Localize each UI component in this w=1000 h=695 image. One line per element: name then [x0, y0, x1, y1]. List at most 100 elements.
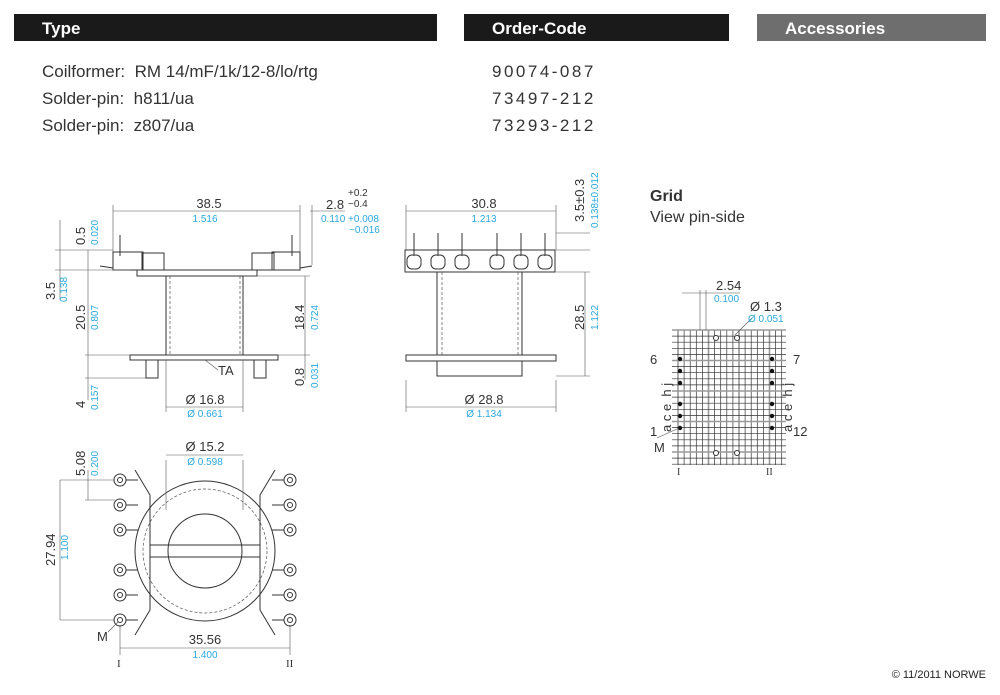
pin-length-in-minus: −0.016	[349, 225, 380, 236]
pin-socket	[454, 254, 470, 270]
grid-pin-dot	[677, 380, 683, 386]
pin-hole	[287, 527, 293, 533]
row-spacing-mm: 35.56	[189, 632, 222, 647]
front-dia-mm: Ø 28.8	[464, 392, 503, 407]
pin-pad	[283, 473, 297, 487]
part-type: RM 14/mF/1k/12-8/lo/rtg	[134, 62, 318, 81]
pin-length-mm: 2.8	[326, 197, 344, 212]
pin-view-dia-mm: Ø 15.2	[185, 439, 224, 454]
part-row-coilformer: Coilformer: RM 14/mF/1k/12-8/lo/rtg	[42, 62, 318, 82]
pin-view-drawing	[59, 454, 297, 655]
part-label: Solder-pin:	[42, 116, 125, 135]
pin-hole	[117, 592, 123, 598]
pin-tol-minus: −0.4	[348, 199, 368, 210]
pin-pad	[283, 498, 297, 512]
pin-pad	[113, 473, 127, 487]
dim-0-8-in: 0.031	[310, 363, 321, 388]
dim-18-4-mm: 18.4	[292, 305, 307, 330]
dim-0-8-mm: 0.8	[292, 368, 307, 386]
grid-pitch-mm: 2.54	[716, 278, 741, 293]
front-view-drawing	[404, 205, 590, 412]
pin-view-m-label: M	[97, 629, 108, 644]
row-i-label: I	[117, 658, 121, 670]
grid-pin-dot	[677, 413, 683, 419]
grid-hole	[734, 335, 740, 341]
grid-dims	[656, 290, 753, 439]
dim-20-5-mm: 20.5	[73, 305, 88, 330]
pin-socket	[406, 254, 422, 270]
part-type: z807/ua	[133, 116, 195, 135]
dim-3-5-mm: 3.5	[43, 282, 58, 300]
grid-hole-in: Ø 0.051	[748, 314, 784, 325]
dim-20-5-in: 0.807	[90, 305, 101, 330]
span-mm: 27.94	[43, 533, 58, 566]
grid-pin-6: 6	[650, 352, 657, 367]
grid-pin-dot	[769, 356, 775, 362]
grid-pin-12: 12	[793, 424, 807, 439]
front-top-mm: 3.5±0.3	[572, 179, 587, 222]
grid-pin-dot	[677, 401, 683, 407]
span-in: 1.100	[60, 535, 71, 560]
dim-0-5-in: 0.020	[90, 220, 101, 245]
side-dia-in: Ø 0.661	[187, 409, 223, 420]
pin-pad	[113, 523, 127, 537]
pitch-mm: 5.08	[73, 451, 88, 476]
pin-socket	[489, 254, 505, 270]
grid-pin-7: 7	[793, 352, 800, 367]
grid-pin-dot	[677, 425, 683, 431]
type-header: Type	[14, 14, 437, 41]
dim-4-mm: 4	[73, 401, 88, 408]
pin-hole	[287, 617, 293, 623]
pin-pad	[113, 498, 127, 512]
front-dia-in: Ø 1.134	[466, 409, 502, 420]
grid-title: Grid	[650, 188, 683, 205]
copyright: © 11/2011 NORWE	[891, 669, 986, 681]
grid-pitch-in: 0.100	[714, 294, 739, 305]
grid-pin-dot	[769, 368, 775, 374]
grid-hole-mm: Ø 1.3	[750, 299, 782, 314]
pin-hole	[117, 477, 123, 483]
dim-0-5-mm: 0.5	[73, 227, 88, 245]
pin-socket	[537, 254, 553, 270]
order-code-header: Order-Code	[464, 14, 729, 41]
pin-hole	[287, 502, 293, 508]
grid-pin-dot	[769, 401, 775, 407]
row-ii-label: II	[286, 658, 294, 670]
grid-row-ii: II	[766, 467, 773, 478]
front-width-in: 1.213	[471, 214, 496, 225]
grid-hole	[713, 450, 719, 456]
dim-4-in: 0.157	[90, 385, 101, 410]
pin-pad	[113, 588, 127, 602]
dim-3-5-in: 0.138	[59, 277, 70, 302]
pin-hole	[287, 477, 293, 483]
pin-hole	[117, 567, 123, 573]
front-height-mm: 28.5	[572, 305, 587, 330]
pin-pad	[283, 588, 297, 602]
side-width-mm: 38.5	[196, 196, 221, 211]
dim-18-4-in: 0.724	[310, 305, 321, 330]
grid-row-i: I	[677, 467, 680, 478]
pin-pad	[283, 613, 297, 627]
pin-hole	[117, 617, 123, 623]
grid-pin-dot	[769, 380, 775, 386]
pin-hole	[117, 502, 123, 508]
pin-tol-plus: +0.2	[348, 188, 368, 199]
row-spacing-in: 1.400	[192, 650, 217, 661]
front-width-mm: 30.8	[471, 196, 496, 211]
side-dia-mm: Ø 16.8	[185, 392, 224, 407]
pin-pad	[283, 563, 297, 577]
pin-hole	[287, 592, 293, 598]
pin-length-in: 0.110 +0.008	[321, 214, 379, 225]
part-row-solder-pin-2: Solder-pin: z807/ua	[42, 116, 194, 136]
grid-letters-left: a c e h j	[659, 383, 674, 432]
grid-subtitle: View pin-side	[650, 209, 745, 226]
grid-pin-dot	[677, 356, 683, 362]
part-label: Solder-pin:	[42, 89, 125, 108]
order-code: 90074-087	[492, 62, 596, 81]
grid-letters-right: a c e h j	[780, 383, 795, 432]
order-code: 73497-212	[492, 89, 596, 108]
grid-pin-1: 1	[650, 424, 657, 439]
side-width-in: 1.516	[192, 214, 217, 225]
pin-hole	[287, 567, 293, 573]
